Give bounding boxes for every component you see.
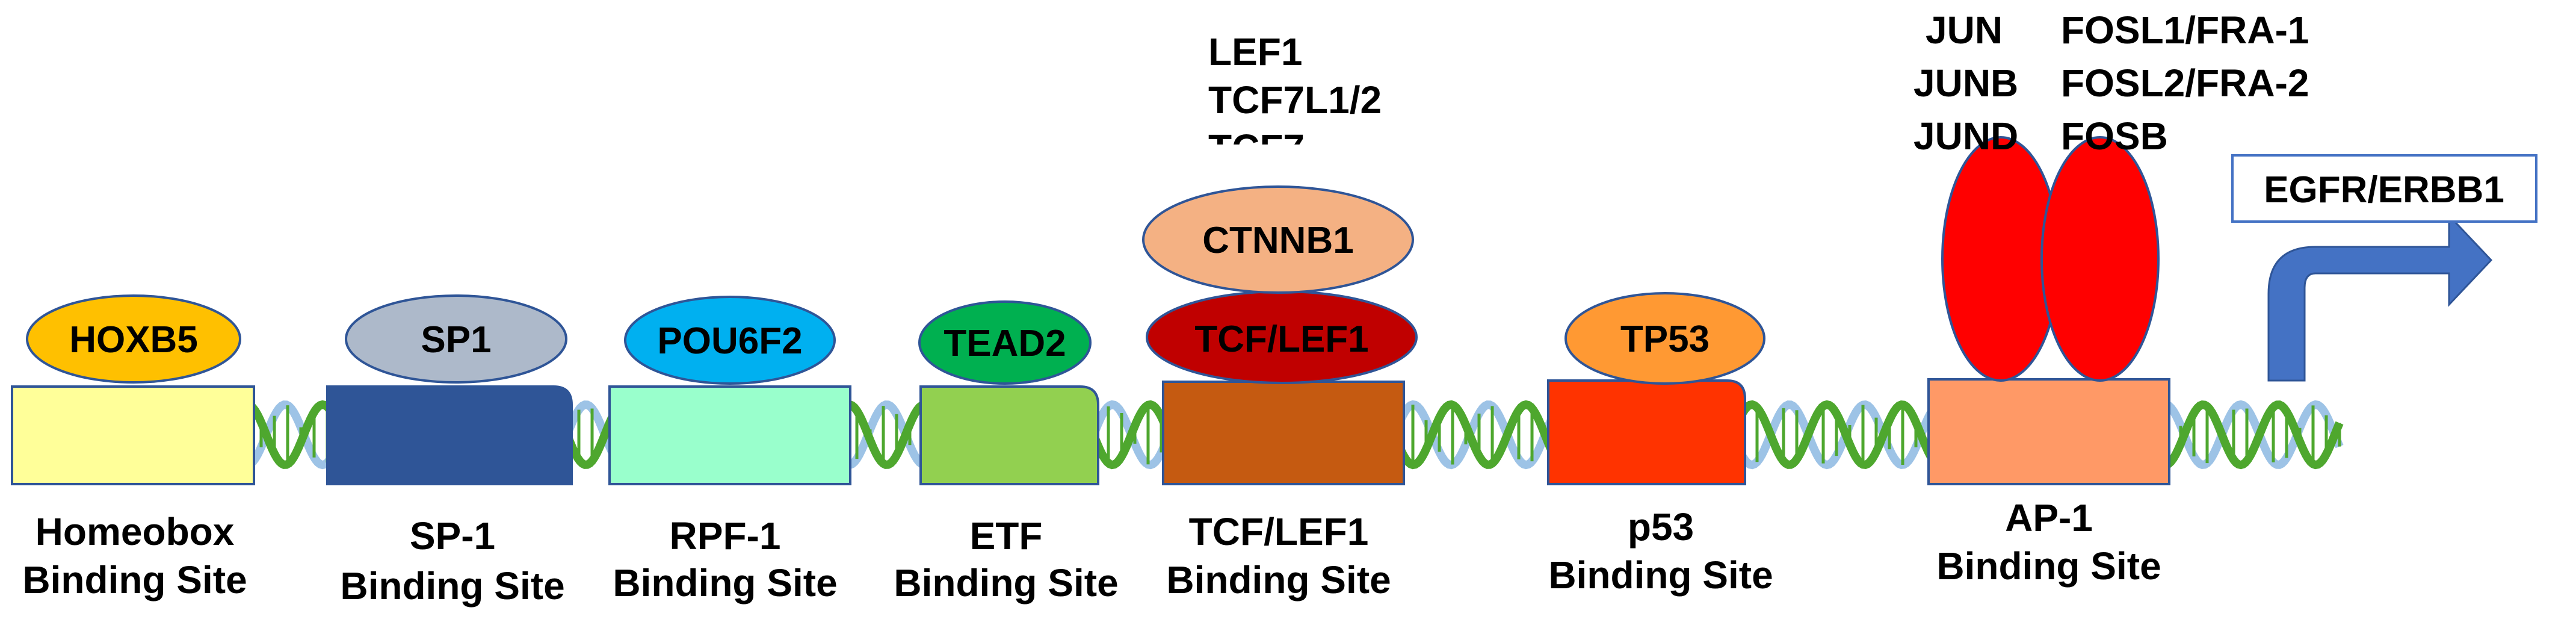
tcf-family-item: TCF7 [1208,126,1305,170]
ctnnb1-oval [1142,185,1414,294]
pou6f2-oval [624,296,836,385]
sp1-label: SP1 [421,319,491,361]
homeobox-site-label: Homeobox [36,510,235,553]
p53-site-box [1547,379,1746,485]
ap1-site-label-2: Binding Site [1936,544,2161,588]
hoxb5-label: HOXB5 [69,319,198,361]
etf-site-label-2: Binding Site [894,561,1118,605]
tcf-family-item: TCF7L1/2 [1208,78,1382,122]
tead2-label: TEAD2 [944,323,1066,364]
gene-label-frame [2231,154,2537,223]
ap1-site-box [1927,378,2170,485]
jun-family-item: JUN [1926,8,2003,52]
transcription-factors: HOXB5 SP1 POU6F2 TEAD2 TCF/LEF1 CTNNB1 T… [26,136,2160,385]
sp1-site-box [326,385,573,485]
rpf1-site-label-2: Binding Site [613,561,837,605]
fos-family-item: FOSL2/FRA-2 [2061,61,2309,105]
tp53-oval [1564,292,1765,385]
ctnnb1-label: CTNNB1 [1202,220,1353,261]
tcf-lef1-factor-label: TCF/LEF1 [1194,319,1368,360]
binding-site-boxes [11,378,2170,485]
tcf-lef1-site-label: TCF/LEF1 [1189,510,1369,553]
gene-name: EGFR/ERBB1 [2264,169,2504,211]
tcf-family-item: LEF1 [1208,30,1302,73]
binding-site-labels: Homeobox Binding Site SP-1 Binding Site … [22,496,2161,608]
ap1-fos-oval [2040,136,2160,382]
transcription-start-arrow [2267,213,2493,382]
rpf1-site-box [608,385,851,485]
sp1-site-label-2: Binding Site [340,564,564,608]
tcf-lef1-site-label-2: Binding Site [1166,558,1391,602]
sp1-oval [345,294,567,384]
pou6f2-label: POU6F2 [657,320,802,362]
p53-site-label: p53 [1628,505,1694,549]
fos-family-item: FOSL1/FRA-1 [2061,8,2309,52]
sp1-site-label: SP-1 [410,514,495,558]
tcf-lef1-site-box [1162,381,1405,485]
tcf-family-list: LEF1 TCF7L1/2 TCF7 [1208,30,1382,170]
p53-site-label-2: Binding Site [1548,553,1773,597]
etf-site-box [919,385,1099,485]
rpf1-site-label: RPF-1 [670,514,781,558]
etf-site-label: ETF [970,514,1043,558]
homeobox-site-box [11,385,255,485]
hoxb5-oval [26,294,241,384]
tead2-oval [918,300,1092,385]
tp53-label: TP53 [1620,319,1710,360]
jun-family-item: JUND [1913,114,2018,158]
ap1-site-label: AP-1 [2005,496,2093,540]
gene-label-box: EGFR/ERBB1 [2231,154,2537,223]
fos-family-item: FOSB [2061,114,2168,158]
jun-family-item: JUNB [1913,61,2018,105]
homeobox-site-label-2: Binding Site [22,558,247,602]
jun-family-list: JUN JUNB JUND [1913,8,2018,158]
fos-family-list: FOSL1/FRA-1 FOSL2/FRA-2 FOSB [2061,8,2309,158]
